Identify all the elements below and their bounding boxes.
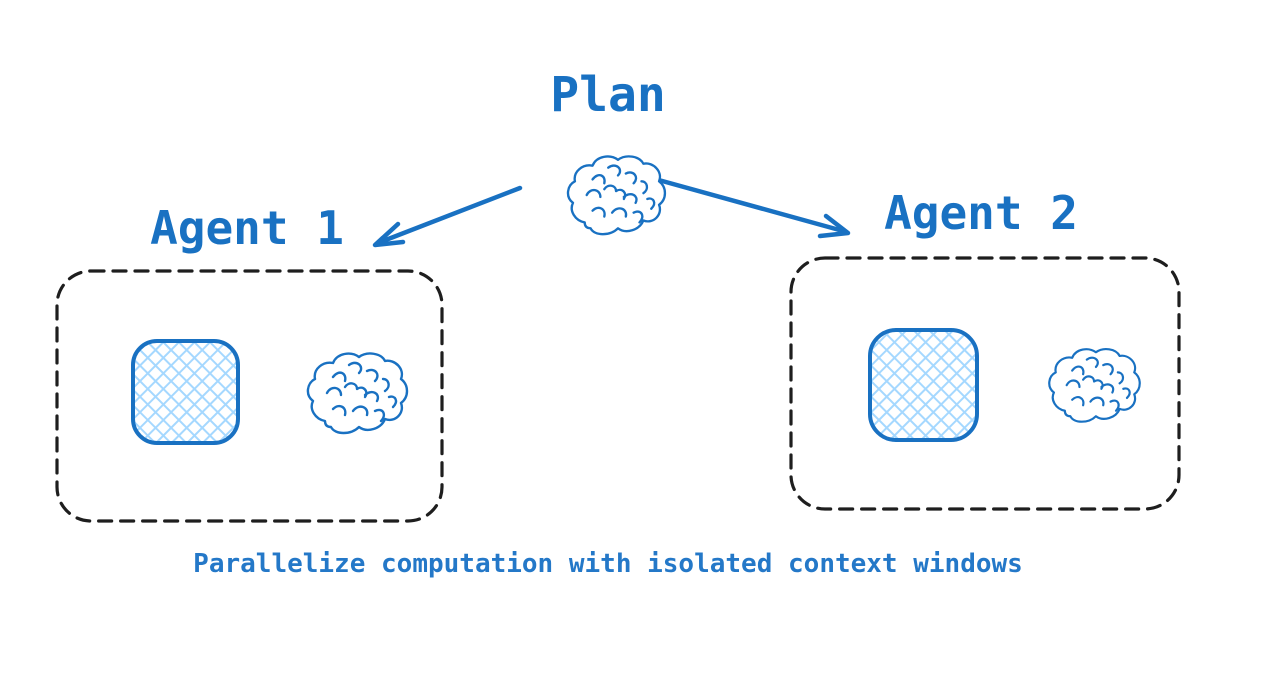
diagram-caption: Parallelize computation with isolated co…: [193, 549, 1023, 579]
arrow-to-agent-2: [652, 176, 851, 239]
agent-2-label: Agent 2: [884, 186, 1078, 240]
agent-2-box: [789, 256, 1181, 511]
brain-icon: [306, 352, 409, 435]
arrow-to-agent-1: [372, 185, 523, 248]
context-window-square-2: [868, 328, 979, 442]
agent-1-label: Agent 1: [150, 201, 344, 255]
brain-icon: [566, 155, 667, 236]
brain-icon: [1048, 347, 1141, 423]
plan-title: Plan: [550, 67, 666, 123]
agent-1-box: [55, 269, 444, 523]
context-window-square-1: [131, 339, 240, 445]
